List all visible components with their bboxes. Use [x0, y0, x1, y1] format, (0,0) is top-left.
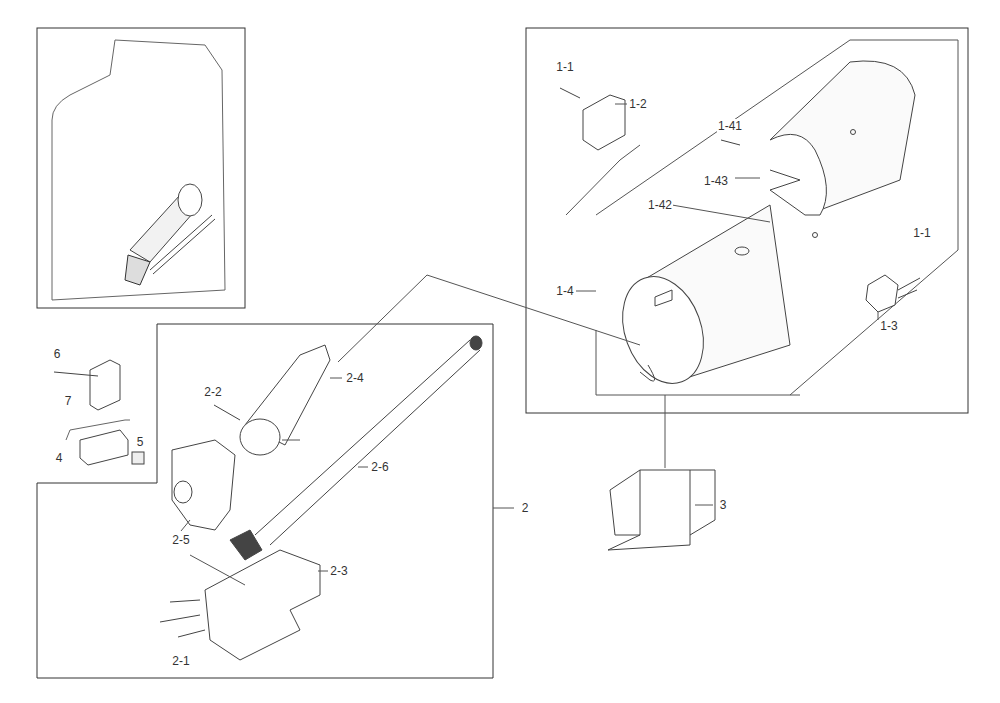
gas-valve: [172, 440, 235, 530]
support-bracket: [608, 470, 715, 550]
tube-end: [470, 336, 482, 350]
callout-number: 7: [64, 394, 73, 408]
drum-frame: [526, 28, 968, 413]
callout-number: 6: [53, 347, 62, 361]
callout-number: 1-1: [555, 60, 574, 74]
callout-number: 1-4: [555, 284, 574, 298]
chamber-outlet: [640, 365, 655, 381]
igniter: [80, 430, 128, 465]
chamber-hole: [735, 247, 749, 255]
screw: [160, 615, 200, 622]
cabinet-outline: [52, 40, 225, 300]
callout-number: 2-3: [329, 564, 348, 578]
callout-number: 1-41: [717, 119, 743, 133]
mini-valve: [125, 255, 150, 285]
igniter-bracket: [90, 360, 120, 410]
callout-number: 2: [521, 501, 530, 515]
gas-tube: [255, 340, 470, 535]
callout-number: 2-6: [370, 460, 389, 474]
gas-tube: [270, 350, 480, 545]
screw: [898, 290, 917, 298]
subframe: [566, 145, 640, 215]
chamber-front: [608, 265, 717, 394]
screw: [54, 372, 98, 376]
screw: [214, 405, 240, 420]
callout-number: 1-1: [912, 226, 931, 240]
leader-lines: [181, 104, 878, 585]
callout-number: 5: [136, 435, 145, 449]
burner-frame: [37, 324, 493, 678]
screw: [851, 130, 856, 135]
callout-number: 3: [719, 498, 728, 512]
screw: [560, 88, 580, 98]
sensor: [866, 275, 898, 312]
mini-tube: [153, 219, 215, 274]
chamber-slot: [655, 290, 672, 306]
callout-number: 1-3: [879, 319, 898, 333]
screw: [178, 630, 205, 637]
bracket-edge: [640, 470, 641, 535]
callout-number: 1-43: [703, 174, 729, 188]
gasket: [132, 452, 144, 464]
callout-number: 2-2: [203, 385, 222, 399]
valve-port: [174, 481, 192, 503]
callout-number: 1-2: [628, 97, 647, 111]
bracket: [583, 95, 625, 150]
burner-bracket: [205, 550, 320, 660]
burner-inlet: [240, 419, 280, 455]
callout-number: 2-5: [171, 533, 190, 547]
screw: [721, 140, 740, 145]
callout-number: 4: [55, 451, 64, 465]
mini-drum-end: [178, 184, 202, 216]
callout-number: 2-1: [171, 654, 190, 668]
callout-number: 2-4: [345, 371, 364, 385]
group-line: [66, 420, 130, 440]
chamber-cover-end: [770, 134, 826, 215]
screw: [170, 600, 200, 602]
screw: [898, 278, 920, 290]
screw: [813, 233, 818, 238]
inset-frame: [37, 28, 245, 308]
fitting: [230, 530, 262, 560]
bracket-edge: [690, 470, 691, 535]
subframe: [596, 40, 958, 395]
mini-tube: [150, 215, 212, 270]
callout-number: 1-42: [647, 198, 673, 212]
